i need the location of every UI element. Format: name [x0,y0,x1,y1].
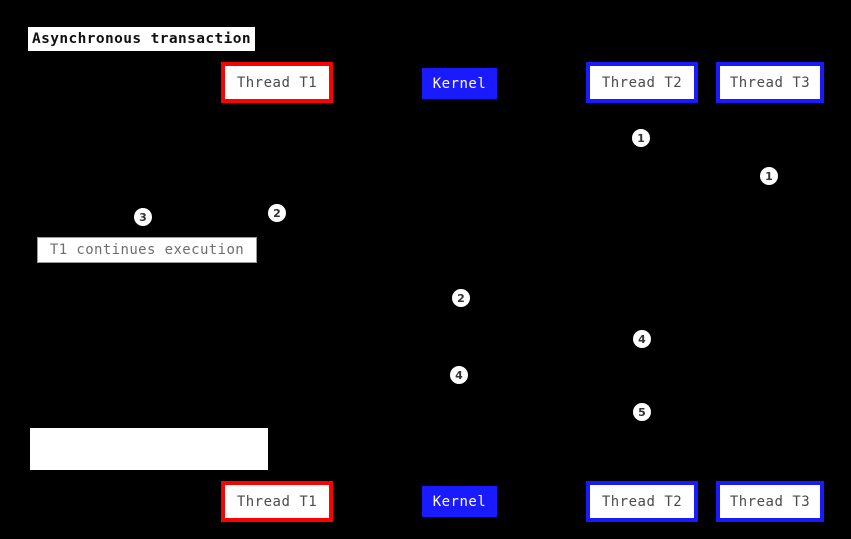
lifeline-t1 [277,103,278,481]
lifeline-t3 [770,103,771,481]
participant-t3-top[interactable]: Thread T3 [716,62,824,103]
lifeline-t3-connector-nub [769,103,772,106]
participant-t2-top[interactable]: Thread T2 [586,62,698,103]
badge-t2-4: 4 [633,330,651,348]
badge-t1-3: 3 [134,208,152,226]
lifeline-kernel-connector-nub [459,483,462,486]
participant-t3-bottom[interactable]: Thread T3 [716,481,824,522]
blank-note [30,428,268,470]
badge-t2-5: 5 [633,403,651,421]
lifeline-t3-connector-nub [769,478,772,481]
badge-kernel-2: 2 [452,289,470,307]
badge-t2-1: 1 [632,129,650,147]
participant-kernel-bottom[interactable]: Kernel [422,486,497,517]
lifeline-t1-connector-nub [276,103,279,106]
participant-t2-bottom[interactable]: Thread T2 [586,481,698,522]
lifeline-kernel-connector-nub [459,99,462,102]
lifeline-t2 [642,103,643,481]
t1-continues: T1 continues execution [37,237,257,263]
badge-kernel-4: 4 [450,366,468,384]
badge-t3-1: 1 [760,167,778,185]
participant-kernel-top[interactable]: Kernel [422,68,497,99]
participant-t1-bottom[interactable]: Thread T1 [221,481,333,522]
lifeline-t1-connector-nub [276,478,279,481]
title-note: Asynchronous transaction [27,26,256,52]
lifeline-t2-connector-nub [641,103,644,106]
lifeline-t2-connector-nub [641,478,644,481]
participant-t1-top[interactable]: Thread T1 [221,62,333,103]
badge-t1-2: 2 [268,204,286,222]
